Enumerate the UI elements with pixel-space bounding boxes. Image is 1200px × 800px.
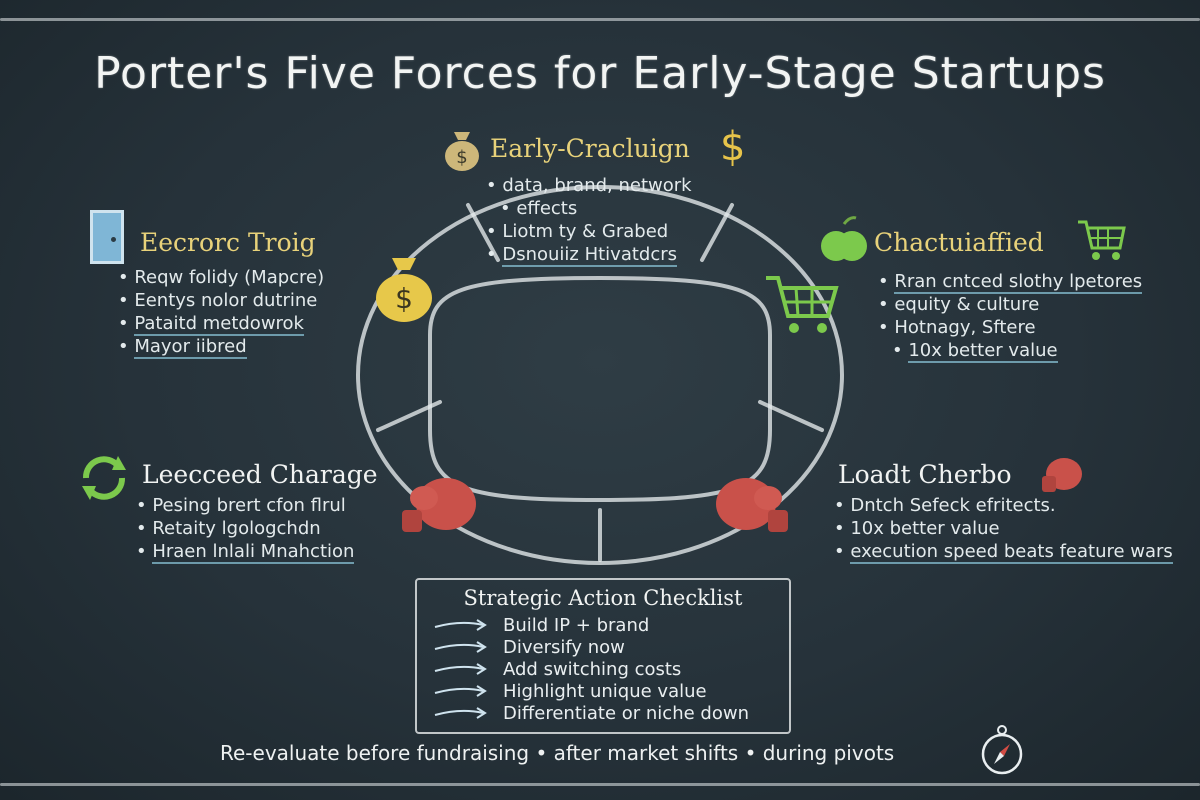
svg-text:$: $ — [395, 282, 413, 315]
arrow-icon — [434, 663, 487, 675]
list-item: 10x better value — [878, 339, 1142, 363]
list-item: Mayor iibred — [118, 335, 324, 359]
page-title: Porter's Five Forces for Early-Stage Sta… — [94, 48, 1106, 99]
list-item: Pesing brert cfon flrul — [136, 494, 354, 517]
checklist-item-text: Build IP + brand — [503, 614, 650, 636]
boxing-glove-icon — [398, 470, 482, 544]
arrow-icon — [434, 619, 487, 631]
checklist-item-text: Differentiate or niche down — [503, 702, 749, 724]
force-left-top-list: Reqw folidy (Mapcre) Eentys nolor dutrin… — [118, 266, 324, 359]
checklist-title: Strategic Action Checklist — [463, 586, 743, 610]
shopping-cart-icon — [1076, 216, 1126, 266]
strategic-action-checklist: Strategic Action Checklist Build IP + br… — [415, 578, 791, 734]
arrow-icon — [434, 707, 487, 719]
compass-icon — [980, 724, 1024, 780]
list-item: Reqw folidy (Mapcre) — [118, 266, 324, 289]
list-item: equity & culture — [878, 293, 1142, 316]
dollar-sign-icon: $ — [720, 124, 746, 170]
shopping-cart-icon — [764, 270, 840, 340]
force-top-list: data, brand, network effects Liotm ty & … — [486, 174, 692, 267]
list-item: Dntch Sefeck efritects. — [834, 494, 1173, 517]
list-item: Eentys nolor dutrine — [118, 289, 324, 312]
list-item: Rran cntced slothy lpetores — [878, 270, 1143, 294]
footer-note: Re-evaluate before fundraising • after m… — [220, 741, 895, 765]
spoke-top-right — [700, 203, 734, 262]
force-right-top-heading: Chactuiaffied — [874, 228, 1044, 257]
checklist-item-text: Highlight unique value — [503, 680, 707, 702]
force-left-bottom-list: Pesing brert cfon flrul Retaity lgologch… — [136, 494, 355, 564]
arrow-icon — [434, 641, 487, 653]
top-chalk-line — [0, 18, 1200, 21]
apple-icon — [820, 216, 868, 270]
force-right-bottom-heading: Loadt Cherbo — [838, 460, 1012, 489]
force-left-top-heading: Eecrorc Troig — [140, 228, 316, 257]
door-icon — [90, 210, 124, 264]
list-item: data, brand, network — [486, 174, 691, 197]
list-item: Dsnouiiz Htivatdcrs — [486, 243, 692, 267]
list-item: Hotnagy, Sftere — [878, 316, 1142, 339]
inner-rounded-square — [428, 275, 772, 503]
bottom-chalk-line — [0, 783, 1200, 786]
spoke-right — [758, 400, 824, 432]
checklist-item-text: Diversify now — [503, 636, 625, 658]
list-item: Pataitd metdowrok — [118, 312, 324, 336]
svg-text:$: $ — [456, 147, 467, 168]
checklist-item-text: Add switching costs — [503, 658, 682, 680]
list-item: 10x better value — [834, 517, 1173, 540]
force-top-heading: Early-Cracluign — [490, 134, 690, 163]
force-left-bottom-heading: Leecceed Charage — [142, 460, 378, 489]
boxing-glove-icon — [708, 470, 792, 544]
force-right-bottom-list: Dntch Sefeck efritects. 10x better value… — [834, 494, 1173, 564]
list-item: Liotm ty & Grabed — [486, 220, 692, 243]
spoke-left — [376, 400, 442, 432]
arrow-icon — [434, 685, 487, 697]
boxing-glove-icon — [1038, 452, 1086, 500]
list-item: Hraen lnlali Mnahction — [136, 540, 355, 564]
force-right-top-list: Rran cntced slothy lpetores equity & cul… — [878, 270, 1143, 363]
list-item: Retaity lgologchdn — [136, 517, 354, 540]
checklist-item: Add switching costs — [417, 658, 789, 680]
checklist-item: Highlight unique value — [417, 680, 789, 702]
money-bag-icon: $ — [442, 124, 482, 172]
list-item: effects — [486, 197, 692, 220]
checklist-item: Differentiate or niche down — [417, 702, 789, 724]
recycle-arrows-icon — [76, 450, 132, 510]
list-item: execution speed beats feature wars — [834, 540, 1173, 564]
money-bag-icon: $ — [372, 248, 436, 328]
checklist-item: Diversify now — [417, 636, 789, 658]
checklist-item: Build IP + brand — [417, 614, 789, 636]
